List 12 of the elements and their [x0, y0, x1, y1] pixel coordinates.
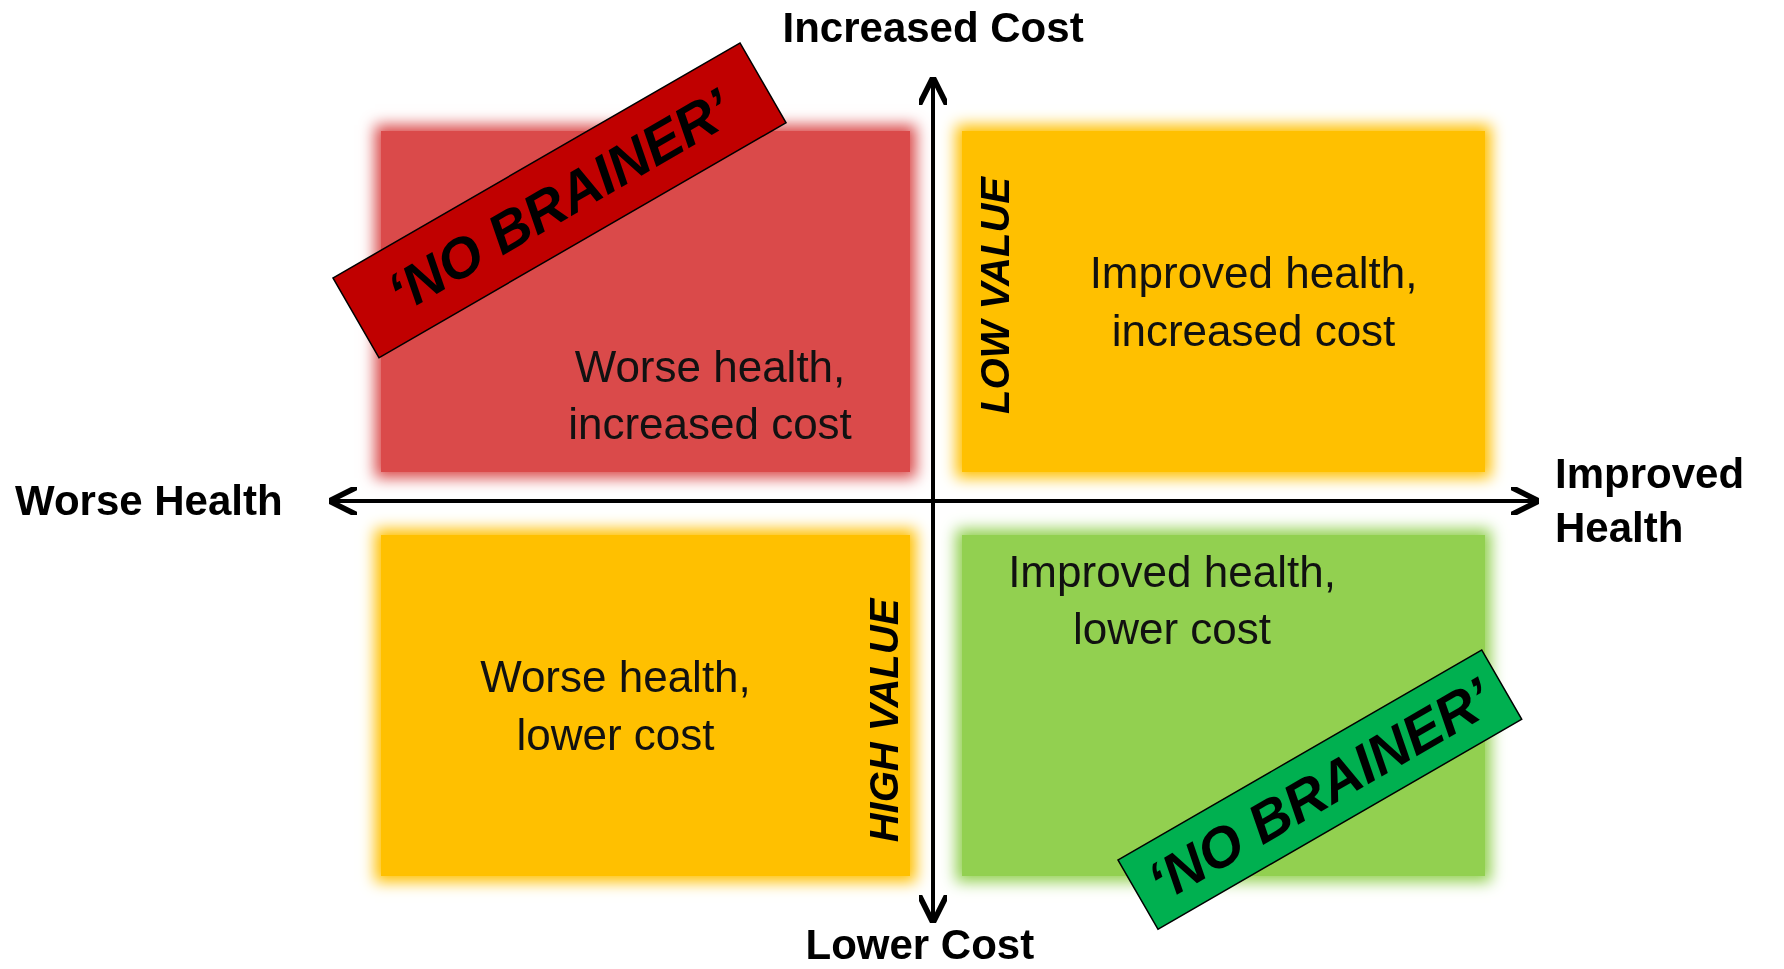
axis-label: Lower Cost	[805, 921, 1035, 969]
axis-label: Worse Health	[15, 477, 283, 525]
quadrant-description: Improved health, lower cost	[1007, 546, 1337, 656]
axis-label: Improved Health	[1555, 448, 1746, 554]
value-label: HIGH VALUE	[862, 598, 908, 842]
quadrant-description: Worse health, increased cost	[567, 340, 853, 450]
axis-label: Increased Cost	[782, 4, 1084, 52]
quadrant-description: Improved health, increased cost	[1088, 247, 1419, 357]
quadrant-description: Worse health, lower cost	[479, 651, 752, 761]
quadrant-panel	[962, 131, 1485, 472]
value-label: LOW VALUE	[972, 176, 1018, 414]
quadrant-panel	[381, 535, 910, 876]
